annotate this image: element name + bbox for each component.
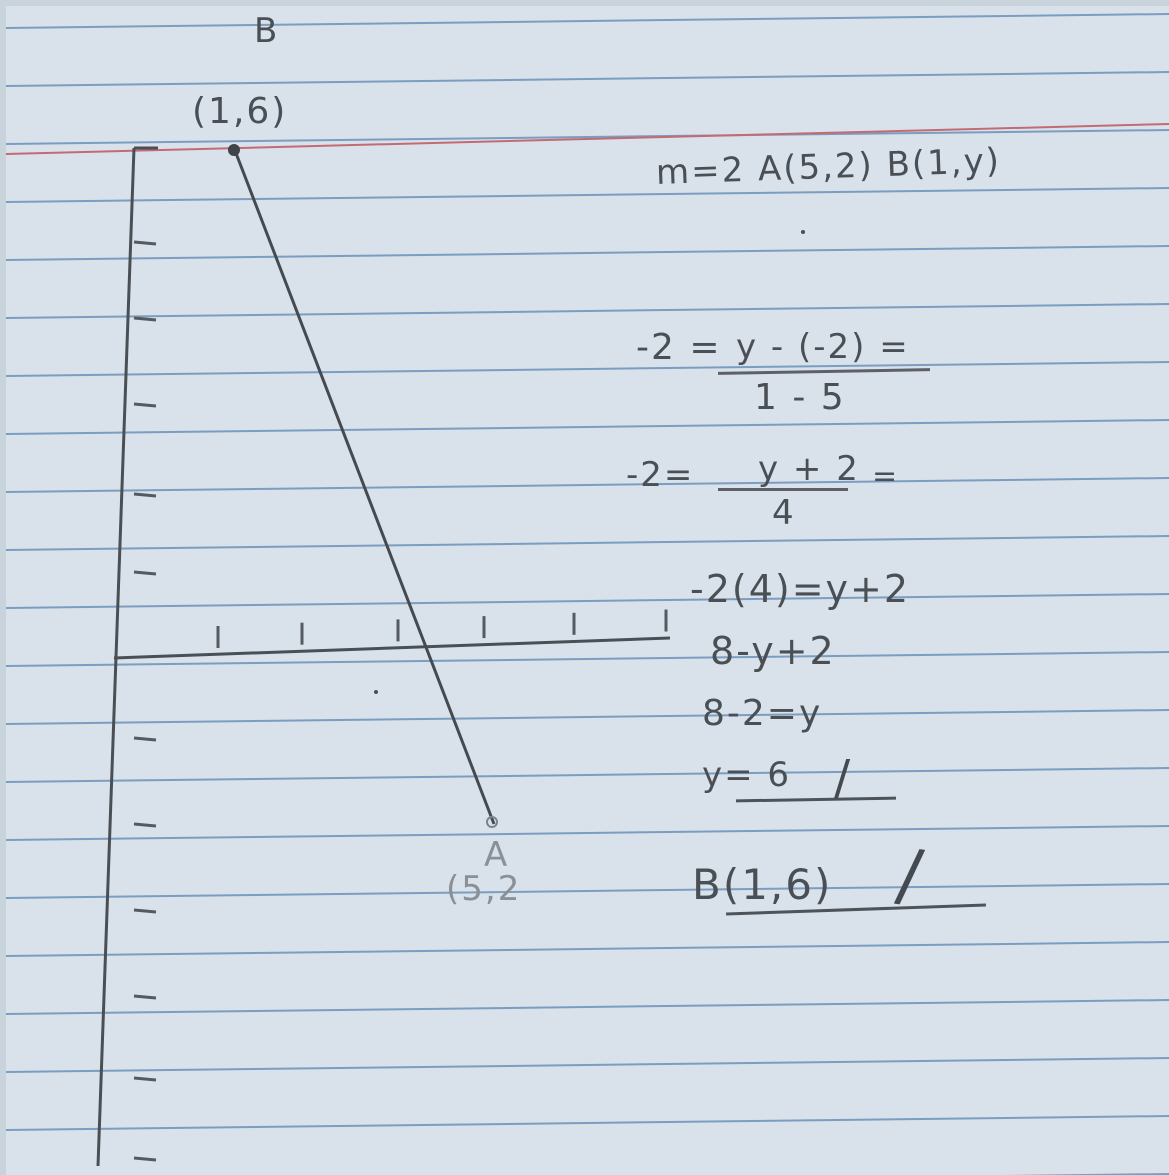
ruled-line	[6, 709, 1169, 725]
ruled-line	[6, 535, 1169, 551]
ruled-line	[6, 1115, 1169, 1131]
step4: 8-y+2	[710, 629, 836, 673]
step2-tail: =	[872, 459, 900, 494]
y-axis-tick	[133, 316, 157, 322]
ruled-line	[6, 361, 1169, 377]
point-b-label: B	[254, 11, 280, 51]
step2-numerator: y + 2	[758, 449, 860, 489]
notebook-paper: B (1,6) A (5,2 m=2 A(5,2) B(1,y) -2 = y …	[6, 6, 1169, 1175]
ruled-line	[6, 593, 1169, 609]
ruled-line	[6, 767, 1169, 783]
step5: 8-2=y	[702, 693, 823, 734]
point-a-label: A	[484, 835, 510, 875]
step1-numerator: y - (-2) =	[736, 327, 910, 367]
y-axis-tick	[133, 994, 157, 1000]
answer: B(1,6)	[692, 860, 833, 909]
ruled-line	[6, 245, 1169, 261]
x-axis	[113, 636, 671, 660]
step3: -2(4)=y+2	[690, 567, 911, 611]
ruled-line	[6, 419, 1169, 435]
step6-check-mark: /	[834, 750, 851, 806]
point-b-coords: (1,6)	[192, 91, 288, 132]
ruled-lines-graph	[6, 13, 1169, 1175]
ruled-line	[6, 477, 1169, 493]
step6: y= 6	[702, 755, 792, 795]
y-axis-tick	[133, 822, 157, 828]
step2-fraction-bar	[718, 488, 848, 491]
y-axis-tick	[133, 240, 157, 246]
ruled-line	[6, 1057, 1169, 1073]
stray-dot	[801, 230, 805, 234]
ruled-line	[6, 825, 1169, 841]
ruled-line	[6, 303, 1169, 319]
step1-lhs: -2 =	[636, 327, 722, 368]
stray-dot	[374, 690, 378, 694]
y-axis-tick	[133, 736, 157, 742]
line-ab	[232, 147, 496, 825]
ruled-line	[6, 651, 1169, 667]
y-axis-tick	[133, 402, 157, 408]
y-axis-tick	[133, 1076, 157, 1082]
y-axis-tick	[133, 908, 157, 914]
y-axis-tick	[133, 492, 157, 498]
point-b-marker	[228, 144, 240, 156]
point-a-marker	[486, 816, 498, 828]
ruled-line	[6, 999, 1169, 1015]
step2-lhs: -2=	[626, 455, 695, 495]
step2-denominator: 4	[772, 493, 796, 533]
ruled-line	[6, 13, 1169, 29]
y-axis-tick	[133, 570, 157, 576]
ruled-line	[6, 71, 1169, 87]
y-axis-tick	[133, 1156, 157, 1162]
margin-line	[6, 123, 1169, 155]
ruled-line	[6, 187, 1169, 203]
step1-denominator: 1 - 5	[754, 377, 846, 418]
ruled-line	[6, 883, 1169, 899]
point-a-coords: (5,2	[446, 869, 522, 909]
ruled-line	[6, 129, 1169, 145]
ruled-line	[6, 941, 1169, 957]
